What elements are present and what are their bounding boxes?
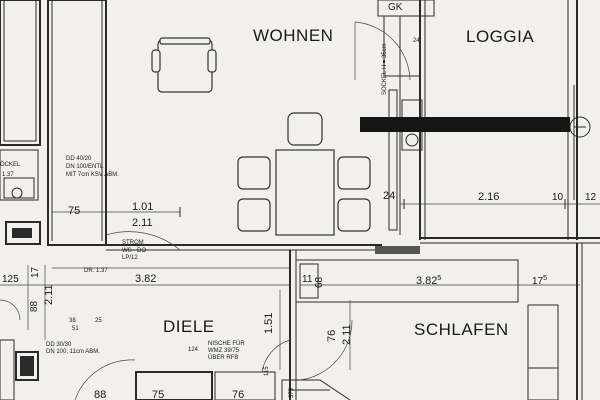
note-dd-top: DD 40/20 bbox=[66, 156, 92, 162]
note-124: 124 bbox=[188, 347, 199, 353]
gk-box bbox=[377, 0, 435, 17]
dim-2-11-left: 2.11 bbox=[43, 284, 55, 305]
note-sockel: SOCKEL H = 35cm bbox=[382, 43, 388, 95]
dim-68-25: 68 bbox=[314, 276, 325, 288]
wardrobe bbox=[295, 259, 519, 303]
dim-25: 25 bbox=[95, 318, 102, 324]
dim-76-bottom: 76 bbox=[232, 389, 244, 400]
dim-12: 12 bbox=[585, 192, 597, 203]
note-ws-do: WS - DO bbox=[122, 248, 146, 254]
interior-walls bbox=[0, 237, 600, 400]
left-technical-blocks bbox=[0, 149, 41, 245]
dim-1-51: 1.51 bbox=[263, 313, 275, 334]
dim-3-82: 3.82 bbox=[135, 273, 156, 285]
armchair bbox=[151, 37, 217, 93]
dim-11: 11 bbox=[302, 274, 313, 285]
dim-24: 24 bbox=[383, 190, 395, 202]
note-ockel-dim: 1.37 bbox=[2, 172, 14, 178]
dim-38: 38 bbox=[69, 318, 76, 324]
note-dr: DR. 1.37 bbox=[84, 268, 108, 274]
room-label-wohnen: WOHNEN bbox=[253, 26, 333, 45]
dim-1-01: 1.01 bbox=[132, 201, 153, 213]
note-nische-3: ÜBER RFB bbox=[208, 354, 238, 361]
note-ockel: ÖCKEL bbox=[0, 161, 21, 168]
note-strom: STROM bbox=[122, 240, 144, 246]
axis-marker bbox=[569, 116, 591, 138]
dim-75: 75 bbox=[68, 205, 80, 217]
note-115: 115 bbox=[264, 366, 270, 376]
beam bbox=[360, 117, 570, 132]
room-label-diele: DIELE bbox=[163, 317, 215, 336]
diele-door-swing bbox=[105, 231, 181, 251]
dim-2-11-top: 2.11 bbox=[132, 217, 153, 229]
note-dd-bottom: DD 30/30 bbox=[46, 342, 72, 348]
left-shaft bbox=[0, 0, 41, 146]
note-nische-2: WMZ 39/75 bbox=[208, 348, 240, 354]
note-dn-bottom: DN 100, 11cm ABM. bbox=[46, 349, 100, 355]
dimension-lines bbox=[27, 199, 600, 370]
dim-17-5-left: 17 bbox=[30, 266, 41, 278]
note-lp: LP/12 bbox=[122, 255, 138, 261]
dim-75-bottom: 75 bbox=[152, 389, 164, 400]
schlafen-cabinet bbox=[527, 304, 559, 400]
note-375: 375 bbox=[289, 387, 295, 398]
dim-10: 10 bbox=[552, 192, 564, 203]
loggia-door-swing bbox=[354, 21, 411, 81]
schlafen-door-swing bbox=[299, 319, 353, 381]
note-mit-top: MIT 7cm KSV ABM. bbox=[66, 172, 119, 178]
dining-set bbox=[237, 112, 371, 236]
note-nische-1: NISCHE FÜR bbox=[208, 340, 245, 347]
dim-88-5: 88 bbox=[29, 300, 40, 312]
dim-76: 76 bbox=[326, 330, 338, 342]
dim-125: 125 bbox=[2, 274, 19, 285]
bottom-structures bbox=[0, 339, 351, 400]
dim-17-5: 175 bbox=[532, 275, 547, 287]
dim-88-5-bottom: 88 bbox=[94, 389, 106, 400]
room-label-loggia: LOGGIA bbox=[466, 27, 534, 46]
room-label-schlafen: SCHLAFEN bbox=[414, 320, 509, 339]
note-dn-top: DN 100/ENTL bbox=[66, 164, 104, 170]
dim-51: 51 bbox=[72, 326, 79, 332]
dim-24-loggia: 24 bbox=[413, 38, 420, 44]
left-wall-column bbox=[47, 0, 107, 246]
dim-2-11-mid: 2.11 bbox=[341, 324, 353, 345]
gk-label: GK bbox=[388, 2, 403, 13]
dim-3-82-5: 3.825 bbox=[416, 275, 441, 287]
dim-2-16: 2.16 bbox=[478, 191, 499, 203]
